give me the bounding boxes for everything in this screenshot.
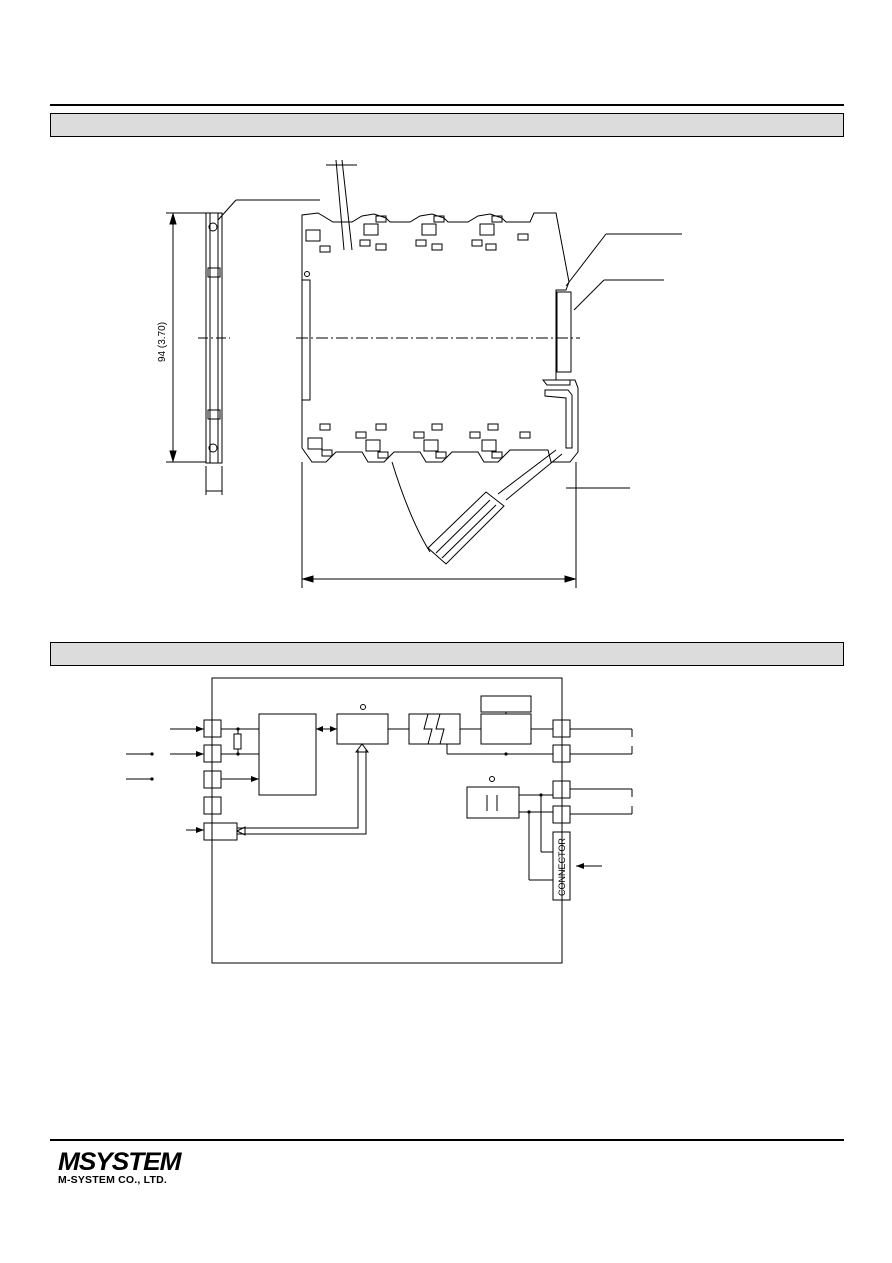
side-view [198,199,320,464]
screwdriver [391,449,563,565]
height-dimension [166,212,206,463]
leader-lines [565,233,682,492]
section-header-dimensions [50,113,844,137]
height-dimension-label: 94 (3.70) [157,322,168,362]
angle-dimension [326,159,357,251]
company-name: M-SYSTEM CO., LTD. [58,1174,167,1186]
bottom-rule [50,1139,844,1141]
overall-width-dimension [301,462,577,588]
brand-logo: MSYSTEM [58,1148,182,1176]
width-dimension [205,466,223,495]
top-rule [50,104,844,106]
dimension-drawing: 94 (3.70) [157,159,682,588]
section-header-block-diagram [50,642,844,666]
front-view [296,212,580,463]
connector-label: CONNECTOR [557,838,567,896]
block-diagram: CONNECTOR [126,677,633,964]
